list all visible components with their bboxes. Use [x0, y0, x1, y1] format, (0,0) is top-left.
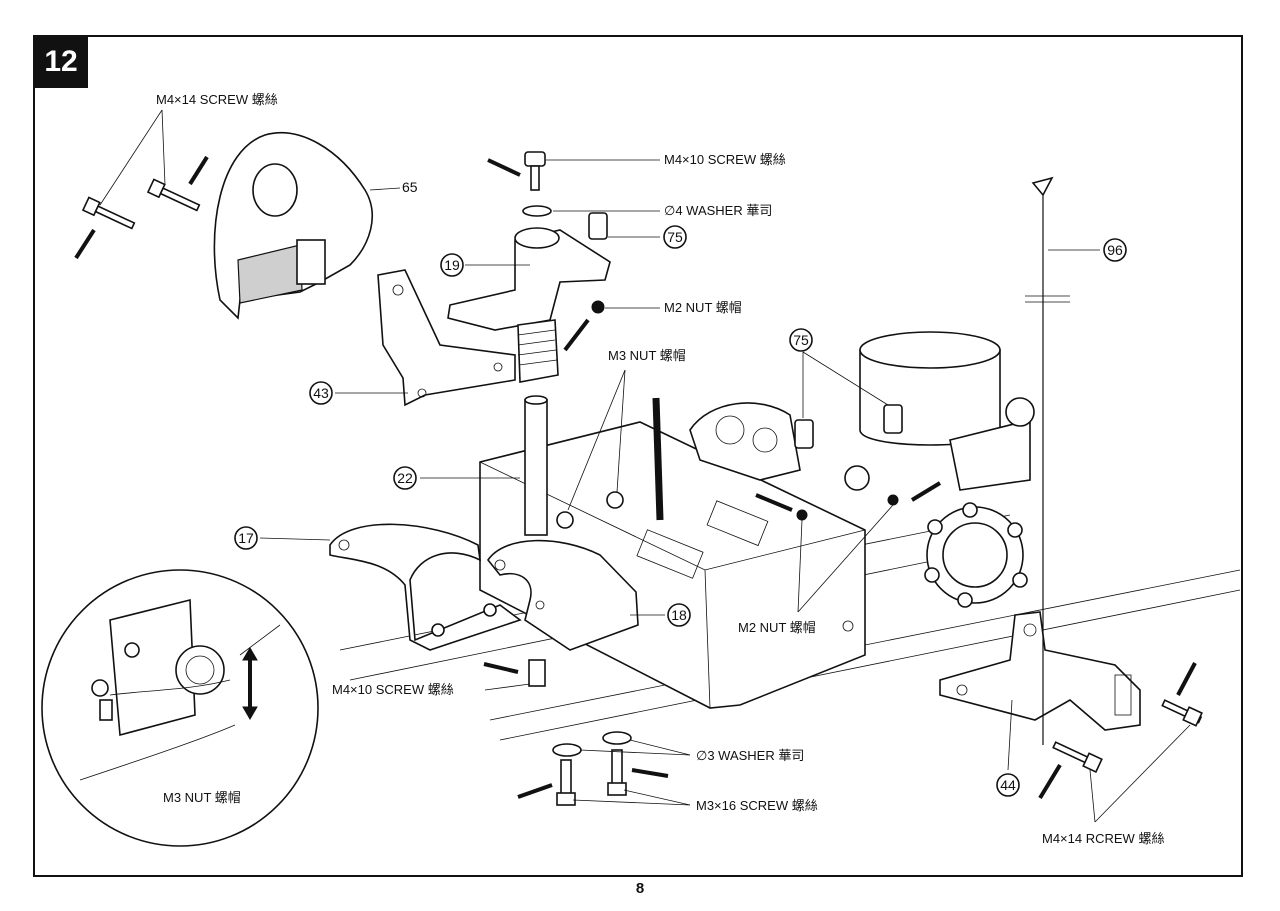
engine-assembly — [689, 331, 1035, 608]
part-19-arm — [447, 227, 611, 383]
diagram-frame — [33, 35, 1243, 877]
part-43-bracket — [377, 269, 516, 407]
m4x14-screw-top-label: M4×14 SCREW 螺絲 — [156, 92, 278, 107]
part-18-bracket — [487, 539, 639, 651]
m2-nut-top-label: M2 NUT 螺帽 — [664, 300, 742, 315]
part-19-label: 19 — [444, 257, 460, 273]
step-number-badge: 12 — [34, 36, 88, 88]
part-22-shaft — [524, 395, 548, 536]
washer-3-label: ∅3 WASHER 華司 — [696, 748, 804, 763]
part-44-label: 44 — [1000, 777, 1016, 793]
part-18-label: 18 — [671, 607, 687, 623]
m3-nut-inset-label: M3 NUT 螺帽 — [163, 790, 241, 805]
part-43-label: 43 — [313, 385, 329, 401]
part-17-bracket — [329, 523, 522, 651]
m3x16-screw-label: M3×16 SCREW 螺絲 — [696, 798, 818, 813]
part-17-label: 17 — [238, 530, 254, 546]
part-65-cover — [213, 132, 373, 320]
m2-nut-bottom-label: M2 NUT 螺帽 — [738, 620, 816, 635]
part-75-right-label: 75 — [793, 332, 809, 348]
part-65-label: 65 — [402, 179, 418, 195]
labels: M4×14 SCREW 螺絲 65 M4×10 SCREW 螺絲 ∅4 WASH… — [156, 92, 1164, 846]
inset-detail — [41, 569, 319, 847]
part-22-label: 22 — [397, 470, 413, 486]
m4x10-screw-top-label: M4×10 SCREW 螺絲 — [664, 152, 786, 167]
hardware-parts — [74, 151, 1203, 806]
washer-4-label: ∅4 WASHER 華司 — [664, 203, 772, 218]
page-number: 8 — [635, 880, 645, 897]
part-44-mount — [939, 611, 1141, 731]
m4x14-rcrew-bottom-label: M4×14 RCREW 螺絲 — [1042, 831, 1164, 846]
part-96-label: 96 — [1107, 242, 1123, 258]
part-96-rod — [1025, 176, 1070, 745]
m3-nut-mid-label: M3 NUT 螺帽 — [608, 348, 686, 363]
part-75-top-label: 75 — [667, 229, 683, 245]
m4x10-screw-bottom-label: M4×10 SCREW 螺絲 — [332, 682, 454, 697]
